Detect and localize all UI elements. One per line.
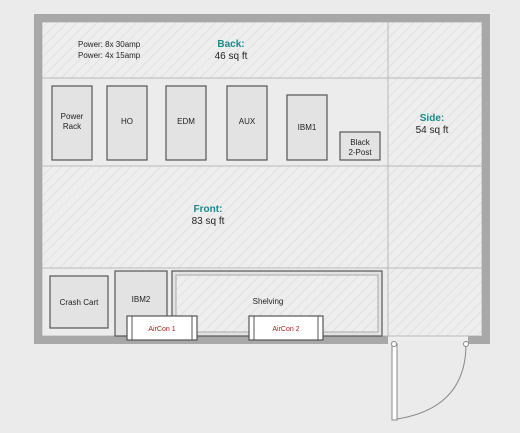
power-rack-label-line2: Rack — [63, 122, 82, 131]
edm-rack[interactable]: EDM — [165, 85, 207, 161]
bottom-side-zone — [387, 267, 483, 337]
door-swing-arc — [396, 343, 467, 420]
room-wall — [34, 14, 490, 344]
back-side-corner-zone — [387, 21, 483, 79]
back-zone — [41, 21, 389, 79]
black-2-post-label-line2: 2-Post — [348, 148, 372, 157]
aux-rack-label: AUX — [239, 117, 256, 126]
rack-row-zone — [41, 77, 389, 167]
power-label-1: Power: 8x 30amp — [78, 40, 141, 49]
ibm2-rack-label: IBM2 — [132, 295, 151, 304]
aircon-2-label: AirCon 2 — [272, 326, 299, 333]
side-zone-title: Side: — [420, 113, 444, 124]
ho-rack[interactable]: HO — [106, 85, 148, 161]
door-leaf[interactable] — [391, 343, 398, 421]
aux-rack[interactable]: AUX — [226, 85, 268, 161]
back-zone-title: Back: — [217, 39, 244, 50]
ho-rack-label: HO — [121, 117, 133, 126]
power-label-2: Power: 4x 15amp — [78, 51, 141, 60]
front-side-zone — [387, 165, 483, 269]
power-rack[interactable]: Power Rack — [51, 85, 93, 161]
shelving-label: Shelving — [253, 297, 284, 306]
ibm1-rack[interactable]: IBM1 — [286, 94, 328, 161]
black-2-post-label-line1: Black — [350, 138, 371, 147]
side-zone — [387, 77, 483, 167]
crash-cart[interactable]: Crash Cart — [49, 275, 109, 329]
front-zone — [41, 165, 389, 269]
side-zone-area: 54 sq ft — [416, 125, 449, 136]
crash-cart-label: Crash Cart — [60, 298, 99, 307]
back-zone-area: 46 sq ft — [215, 51, 248, 62]
aircon-2[interactable]: AirCon 2 — [248, 315, 324, 341]
door-hinge — [391, 341, 397, 347]
black-2-post-rack[interactable]: Black 2-Post — [339, 131, 381, 161]
door-hinge — [463, 341, 469, 347]
front-zone-area: 83 sq ft — [192, 216, 225, 227]
ibm1-rack-label: IBM1 — [298, 123, 317, 132]
aircon-1[interactable]: AirCon 1 — [126, 315, 198, 341]
power-rack-label-line1: Power — [61, 112, 84, 121]
aircon-1-label: AirCon 1 — [148, 326, 175, 333]
front-zone-title: Front: — [194, 204, 223, 215]
edm-rack-label: EDM — [177, 117, 195, 126]
